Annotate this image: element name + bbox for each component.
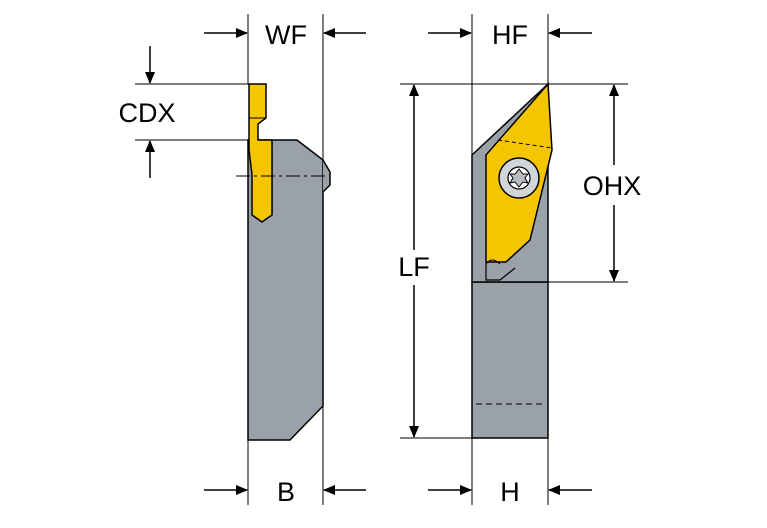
top-view [400, 14, 628, 505]
holder-body-top [471, 281, 549, 439]
label-b: B [277, 477, 295, 507]
label-lf: LF [398, 252, 430, 282]
label-wf: WF [265, 20, 307, 50]
clamp-screw-icon [498, 157, 540, 199]
label-h: H [500, 477, 520, 507]
insert-side [248, 83, 273, 223]
label-ohx: OHX [583, 171, 642, 201]
label-hf: HF [492, 20, 528, 50]
side-view [135, 14, 366, 505]
label-cdx: CDX [118, 98, 175, 128]
